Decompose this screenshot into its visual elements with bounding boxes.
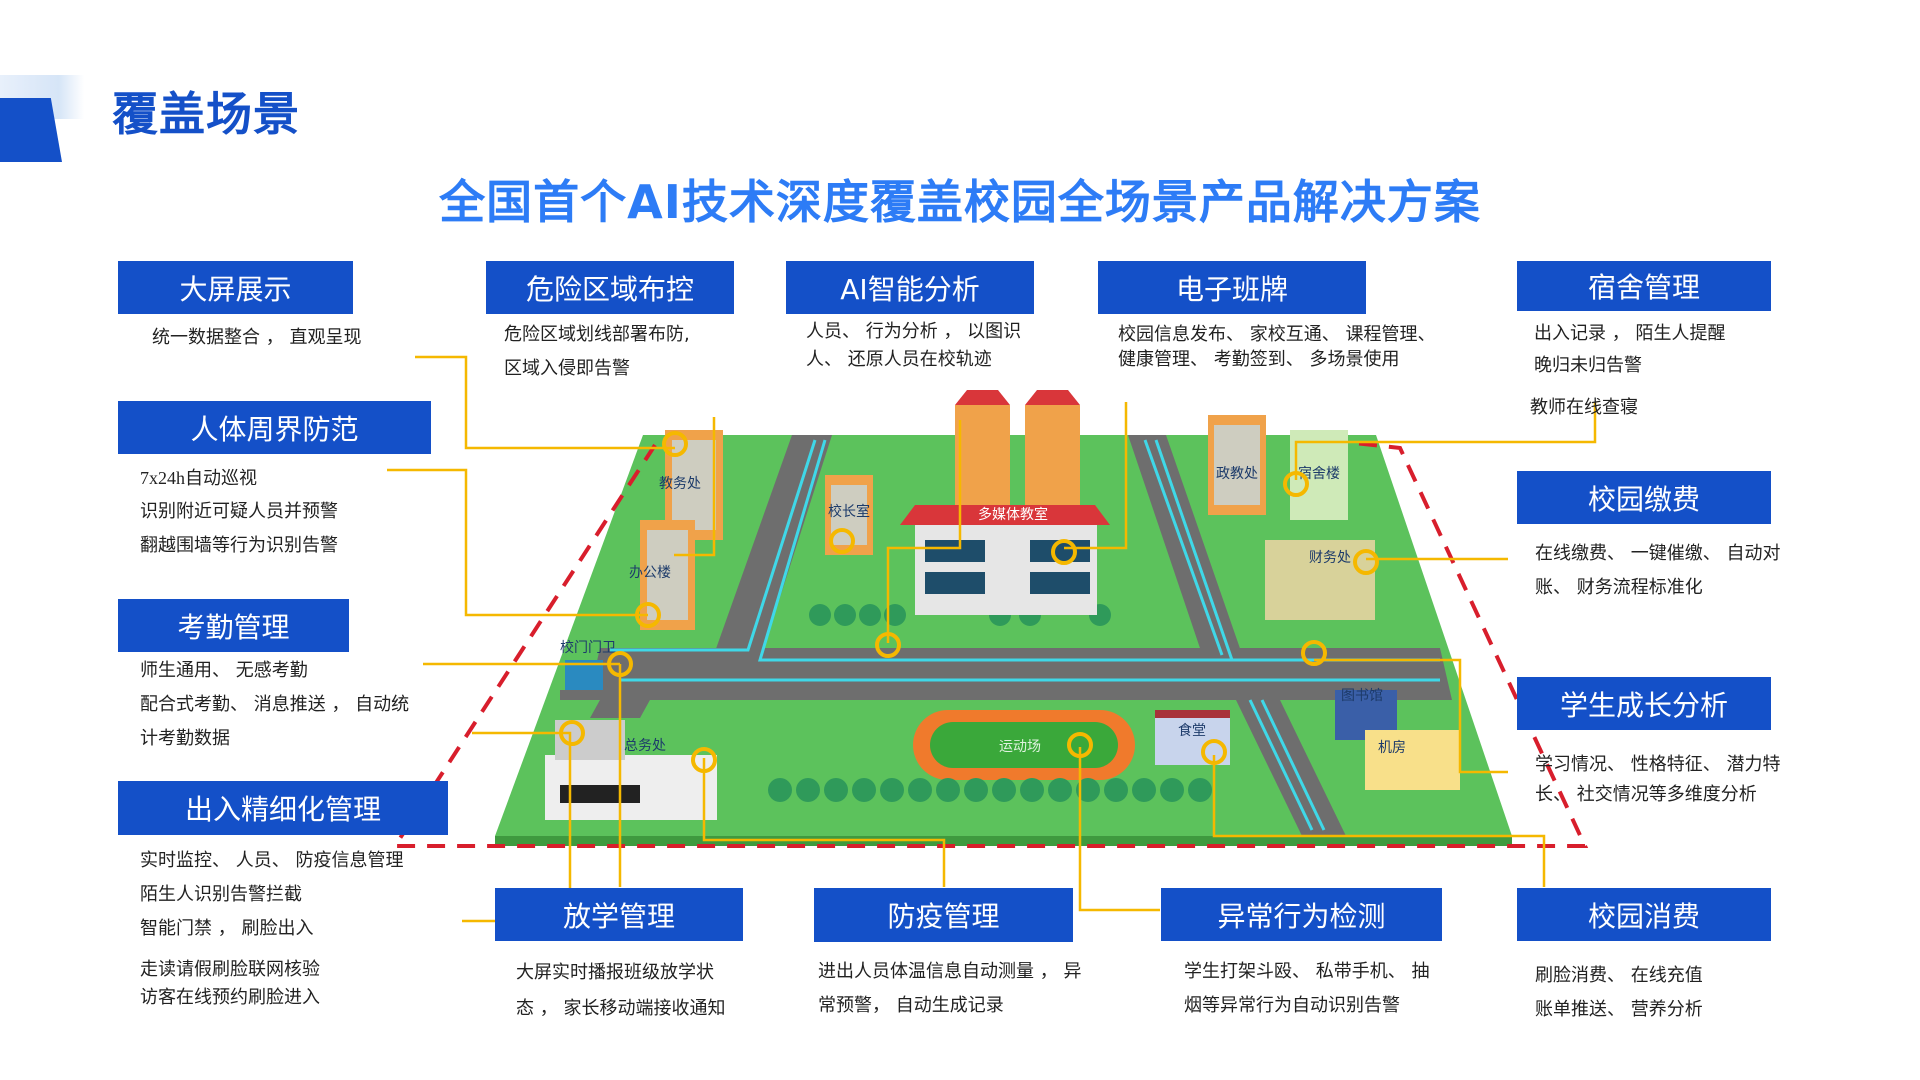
svg-text:机房: 机房 [1378, 739, 1406, 755]
svg-text:食堂: 食堂 [1178, 722, 1206, 738]
desc-ai-analysis: 人员、 行为分析 ， 以图识人、 还原人员在校轨迹 [806, 321, 1022, 370]
svg-text:多媒体教室: 多媒体教室 [978, 506, 1048, 522]
label-ai-analysis[interactable]: AI智能分析 [786, 261, 1034, 314]
label-text: 危险区域布控 [525, 272, 694, 306]
svg-text:图书馆: 图书馆 [1341, 687, 1383, 703]
desc-epidemic: 进出人员体温信息自动测量 ， 异常预警， 自动生成记录 [818, 961, 1082, 1016]
desc-dorm: 出入记录 ， 陌生人提醒晚归未归告警教师在线查寝 [1530, 323, 1726, 418]
hotspot-canteen[interactable] [1201, 739, 1227, 765]
hotspot-jiaowuchu[interactable] [662, 431, 688, 457]
label-text: 电子班牌 [1175, 272, 1288, 306]
svg-text:政教处: 政教处 [1216, 465, 1258, 481]
roads [560, 435, 1452, 836]
desc-big-screen: 统一数据整合 ， 直观呈现 [152, 327, 362, 348]
desc-e-class-board: 校园信息发布、 家校互通、 课程管理、健康管理、 考勤签到、 多场景使用 [1118, 324, 1436, 370]
label-text: AI智能分析 [840, 272, 980, 306]
desc-consumption: 刷脸消费、 在线充值账单推送、 营养分析 [1535, 965, 1703, 1020]
label-abnormal[interactable]: 异常行为检测 [1161, 888, 1442, 941]
label-text: 宿舍管理 [1587, 271, 1700, 304]
svg-text:教务处: 教务处 [659, 475, 701, 491]
sports-field: 运动场 [913, 710, 1135, 780]
page-title: 全国首个AI技术深度覆盖校园全场景产品解决方案 [439, 175, 1481, 229]
label-text: 防疫管理 [887, 900, 1000, 933]
hotspot-road-east[interactable] [1301, 640, 1327, 666]
label-text: 异常行为检测 [1217, 899, 1386, 933]
hotspot-dorm[interactable] [1283, 471, 1309, 497]
label-attendance[interactable]: 考勤管理 [118, 599, 349, 652]
label-epidemic[interactable]: 防疫管理 [814, 888, 1073, 942]
desc-perimeter: 7x24h自动巡视识别附近可疑人员并预警翻越围墙等行为识别告警 [140, 468, 338, 556]
desc-access: 实时监控、 人员、 防疫信息管理陌生人识别告警拦截智能门禁 ， 刷脸出入走读请假… [140, 850, 404, 1008]
desc-growth: 学习情况、 性格特征、 潜力特长、 社交情况等多维度分析 [1535, 754, 1781, 805]
header-decoration-block [0, 98, 62, 162]
label-text: 校园缴费 [1587, 482, 1700, 516]
section-title: 覆盖场景 [112, 87, 300, 141]
hotspot-office[interactable] [635, 602, 661, 628]
hotspot-principal[interactable] [829, 528, 855, 554]
campus-boundary [391, 441, 1589, 848]
label-text: 人体周界防范 [190, 412, 359, 446]
label-e-class-board[interactable]: 电子班牌 [1098, 261, 1366, 314]
svg-text:财务处: 财务处 [1309, 549, 1351, 565]
trees [768, 604, 1212, 802]
campus-ground [495, 435, 1512, 846]
label-text: 考勤管理 [177, 610, 290, 644]
hotspot-general-affairs-2[interactable] [691, 747, 717, 773]
hotspot-gate[interactable] [607, 651, 633, 677]
svg-text:总务处: 总务处 [624, 737, 666, 753]
connectors [387, 355, 1597, 923]
label-text: 大屏展示 [179, 272, 292, 306]
desc-abnormal: 学生打架斗殴、 私带手机、 抽烟等异常行为自动识别告警 [1184, 961, 1430, 1016]
label-payment[interactable]: 校园缴费 [1517, 471, 1771, 524]
label-access[interactable]: 出入精细化管理 [118, 781, 448, 835]
label-perimeter[interactable]: 人体周界防范 [118, 401, 431, 454]
label-text: 学生成长分析 [1559, 688, 1728, 722]
svg-text:校门门卫: 校门门卫 [560, 639, 616, 655]
svg-text:办公楼: 办公楼 [629, 564, 671, 580]
road-lines [610, 439, 1440, 831]
svg-text:校长室: 校长室 [828, 503, 870, 519]
label-dismissal[interactable]: 放学管理 [495, 888, 743, 941]
desc-payment: 在线缴费、 一键催缴、 自动对账、 财务流程标准化 [1535, 543, 1781, 598]
label-big-screen[interactable]: 大屏展示 [118, 261, 353, 314]
desc-attendance: 师生通用、 无感考勤配合式考勤、 消息推送 ， 自动统计考勤数据 [140, 660, 410, 749]
hotspot-multimedia[interactable] [1051, 539, 1077, 565]
label-dorm[interactable]: 宿舍管理 [1517, 261, 1771, 311]
desc-dismissal: 大屏实时播报班级放学状态 ， 家长移动端接收通知 [516, 962, 726, 1019]
label-danger-zone[interactable]: 危险区域布控 [486, 261, 734, 314]
hotspot-road-center[interactable] [875, 632, 901, 658]
label-text: 出入精细化管理 [184, 793, 381, 826]
hotspot-sports-field[interactable] [1067, 732, 1093, 758]
desc-danger-zone: 危险区域划线部署布防,区域入侵即告警 [504, 324, 690, 379]
hotspot-general-affairs[interactable] [559, 720, 585, 746]
label-consumption[interactable]: 校园消费 [1517, 888, 1771, 941]
label-growth[interactable]: 学生成长分析 [1517, 677, 1771, 730]
hotspot-finance[interactable] [1353, 549, 1379, 575]
svg-text:运动场: 运动场 [999, 738, 1041, 754]
label-text: 校园消费 [1587, 899, 1700, 933]
label-text: 放学管理 [562, 899, 675, 933]
